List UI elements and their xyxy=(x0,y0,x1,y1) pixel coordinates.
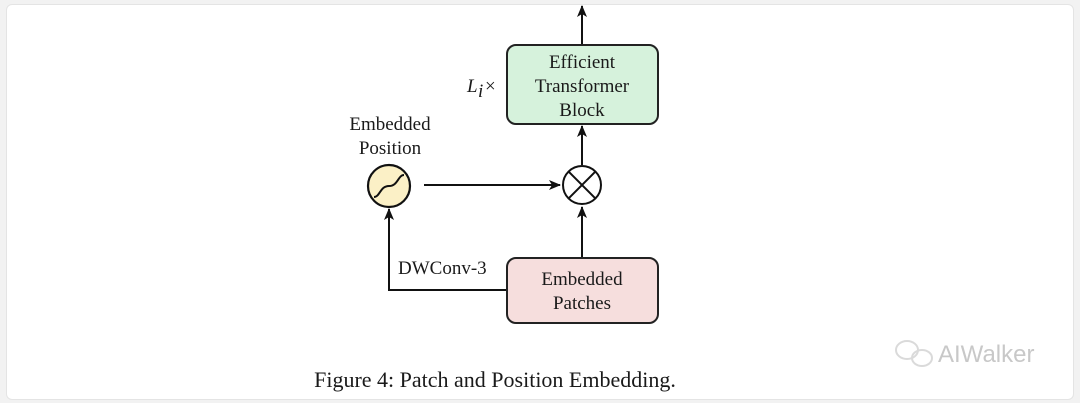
transformer-block-line-3: Block xyxy=(559,100,605,121)
repeat-times-symbol: × xyxy=(485,76,496,97)
dwconv-path-arrow xyxy=(384,208,506,291)
multiply-operator-icon xyxy=(562,165,602,205)
transformer-block-box xyxy=(506,44,659,125)
position-label-line-1: Embedded xyxy=(349,114,431,135)
embedded-patches-box xyxy=(506,257,659,324)
dwconv-label: DWConv-3 xyxy=(398,258,487,279)
watermark-text: AIWalker xyxy=(938,341,1034,368)
figure-caption: Figure 4: Patch and Position Embedding. xyxy=(314,367,676,392)
embedded-position-icon xyxy=(366,163,412,209)
wechat-watermark-icon xyxy=(895,340,933,367)
position-label-line-2: Position xyxy=(359,138,422,159)
transformer-block-line-1: Efficient xyxy=(549,52,616,73)
embedded-patches-line-1: Embedded xyxy=(541,269,623,290)
embedded-patches-line-2: Patches xyxy=(553,293,611,314)
transformer-block-line-2: Transformer xyxy=(535,76,630,97)
repeat-label: L xyxy=(466,76,478,97)
repeat-subscript: i xyxy=(478,81,483,102)
